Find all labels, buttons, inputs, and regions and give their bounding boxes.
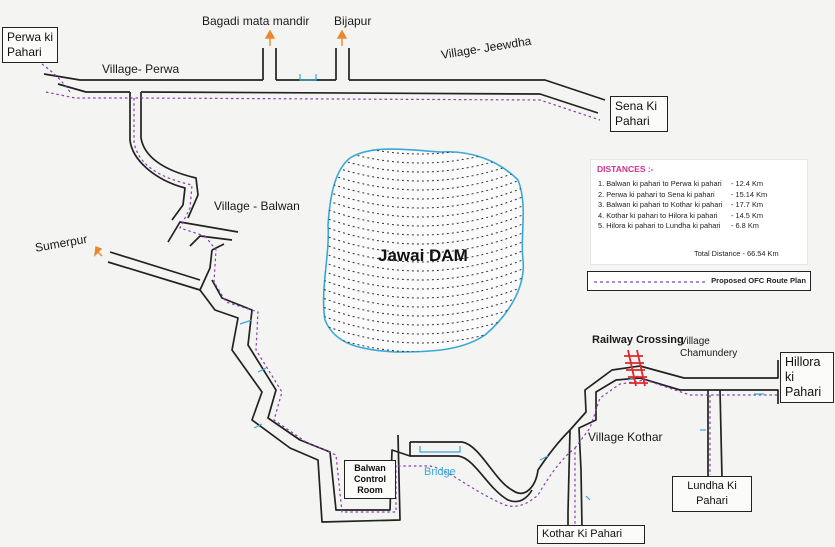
label-village-kothar: Village Kothar (588, 430, 663, 444)
label-bijapur: Bijapur (334, 14, 372, 28)
dam-wave-line (323, 292, 524, 317)
road-network (43, 48, 779, 529)
label-village-perwa: Village- Perwa (102, 62, 180, 76)
road-bijapur-spur (335, 48, 350, 80)
label-bagadi: Bagadi mata mandir (202, 14, 310, 28)
route-to-balwan (133, 98, 206, 237)
dam-wave-line (323, 247, 524, 272)
dam-wave-line (323, 256, 524, 281)
route-kothar-hillora (574, 379, 785, 449)
legend-route: 1. Balwan ki pahari to Perwa ki pahari (598, 179, 722, 188)
balwan-control-box: Balwan Control Room (344, 460, 396, 499)
legend-distance: - 14.5 Km (731, 210, 764, 220)
dam-wave-line (323, 238, 524, 263)
legend-row: 2. Perwa ki pahari to Sena ki pahari - 15… (598, 189, 767, 199)
dam-wave-line (323, 202, 524, 227)
label-bridge: Bridge (424, 466, 456, 478)
legend-distance: - 6.8 Km (731, 221, 759, 230)
sena-pahari-line1: Sena Ki (615, 99, 658, 113)
road-perwa-sena-south-edge (57, 83, 599, 114)
dam-wave-line (323, 193, 524, 218)
jawai-dam (310, 122, 530, 353)
road-bridge-section (410, 429, 571, 513)
legend-route: 4. Kothar ki pahari to Hilora ki pahari (598, 210, 718, 220)
dam-wave-line (323, 229, 524, 254)
perwa-pahari-line2: Pahari (7, 45, 42, 59)
label-chamundery-line2: Chamundery (680, 348, 738, 359)
road-to-balwan-east-edge (140, 92, 199, 219)
road-lundha (707, 389, 723, 479)
legend-route: 5. Hilora ki pahari to Lundha ki pahari (598, 221, 721, 230)
sena-pahari-box: Sena Ki Pahari (610, 96, 668, 132)
bridge-markers (239, 74, 764, 501)
dam-wave-line (323, 157, 524, 182)
hillora-pahari-box: Hillora ki Pahari (780, 352, 834, 403)
legend-total: Total Distance - 66.54 Km (694, 249, 779, 258)
legend-distance: - 12.4 Km (731, 179, 764, 188)
label-village-chamundery: Village Chamundery (680, 336, 737, 360)
lundha-pahari-line1: Lundha Ki (687, 480, 737, 492)
hillora-pahari-line2: ki (785, 370, 795, 384)
dam-wave-line (310, 122, 530, 145)
road-kothar-pahari (567, 469, 583, 529)
dam-wave-line (323, 301, 524, 326)
road-perwa-sena-north-edge (43, 73, 606, 101)
road-balwan-junction (167, 221, 239, 247)
route-plan-legend: Proposed OFC Route Plan (587, 271, 811, 291)
direction-arrows (94, 29, 348, 257)
label-chamundery-line1: Village (680, 336, 710, 347)
road-bagadi-spur (262, 48, 277, 80)
route-legend-swatch (594, 281, 707, 283)
road-south-west-edge (199, 249, 401, 523)
legend-title: DISTANCES :- (597, 164, 654, 174)
balwan-control-line2: Control (354, 474, 386, 484)
route-perwa-loop (41, 63, 71, 93)
balwan-control-line1: Balwan (354, 463, 386, 473)
route-plan-label: Proposed OFC Route Plan (711, 276, 806, 285)
legend-row: 1. Balwan ki pahari to Perwa ki pahari - … (598, 179, 763, 188)
hillora-pahari-line1: Hillora (785, 355, 821, 369)
distances-legend: DISTANCES :- 1. Balwan ki pahari to Perw… (591, 160, 807, 264)
legend-row: 5. Hilora ki pahari to Lundha ki pahari -… (598, 221, 759, 230)
kothar-pahari-label: Kothar Ki Pahari (542, 528, 623, 540)
lundha-pahari-line2: Pahari (696, 495, 728, 507)
legend-distance: - 15.14 Km (731, 189, 768, 199)
route-perwa-sena (45, 91, 601, 121)
balwan-control-line3: Room (357, 485, 383, 495)
legend-route: 2. Perwa ki pahari to Sena ki pahari (598, 189, 715, 199)
legend-row: 4. Kothar ki pahari to Hilora ki pahari -… (598, 210, 763, 220)
label-village-balwan: Village - Balwan (214, 199, 300, 213)
railway-crossing-icon (624, 349, 648, 387)
legend-row: 3. Balwan ki pahari to Kothar ki pahari-… (598, 200, 763, 209)
dam-wave-line (323, 220, 524, 245)
dam-wave-line (323, 274, 524, 299)
legend-route: 3. Balwan ki pahari to Kothar ki pahari (598, 200, 723, 209)
lundha-pahari-box: Lundha Ki Pahari (672, 476, 752, 512)
legend-distance: - 17.7 Km (731, 200, 764, 209)
proposed-ofc-route (41, 63, 785, 535)
hillora-pahari-line3: Pahari (785, 385, 822, 399)
dam-wave-line (323, 175, 524, 200)
perwa-pahari-box: Perwa ki Pahari (2, 27, 58, 63)
route-bridge-kothar (398, 446, 576, 535)
road-to-balwan-west-edge (129, 92, 186, 221)
dam-wave-line (323, 211, 524, 236)
road-kothar-north (569, 360, 779, 471)
dam-title: Jawai DAM (378, 246, 468, 265)
kothar-pahari-box: Kothar Ki Pahari (537, 525, 645, 544)
road-sumerpur-west (107, 251, 201, 291)
route-south (204, 235, 397, 513)
perwa-pahari-line1: Perwa ki (7, 30, 54, 44)
dam-wave-line (323, 283, 524, 308)
road-south-east-edge (211, 243, 411, 511)
sena-pahari-line2: Pahari (615, 114, 650, 128)
dam-wave-line (323, 166, 524, 191)
label-railway-crossing: Railway Crossing (592, 334, 684, 346)
dam-wave-line (323, 184, 524, 209)
dam-wave-line (323, 265, 524, 290)
